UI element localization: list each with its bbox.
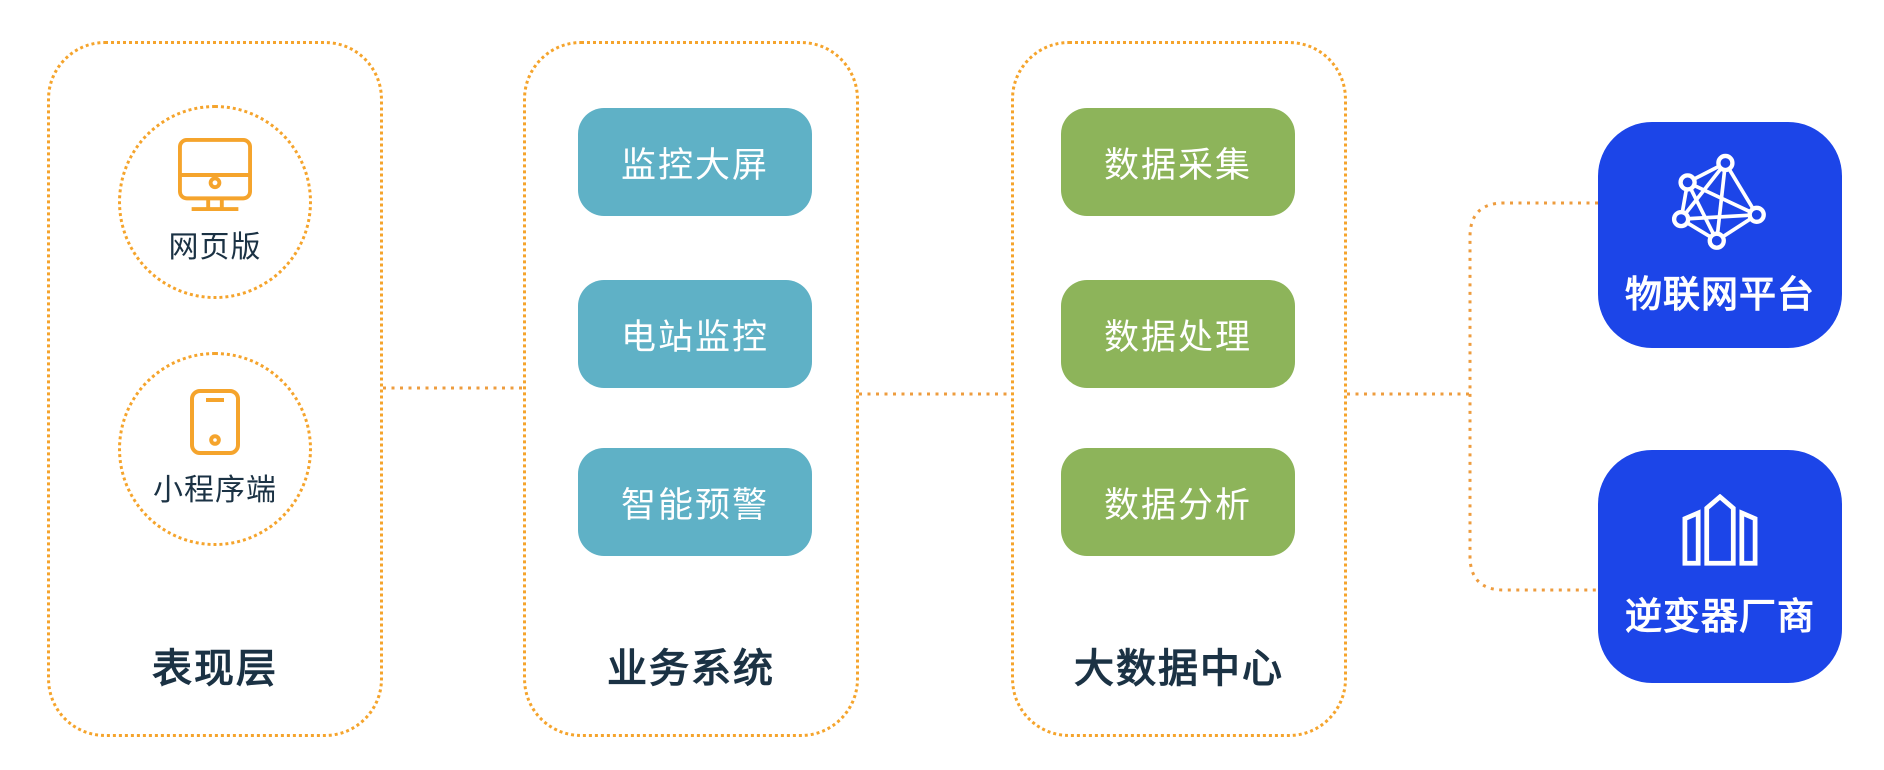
layer-presentation-title: 表现层 xyxy=(152,647,278,691)
chip-smart-alert-label: 智能预警 xyxy=(620,485,769,525)
monitor-icon xyxy=(178,138,252,212)
chip-data-processing: 数据处理 xyxy=(1061,280,1295,388)
connector-bracket-platforms xyxy=(1468,201,1598,592)
chip-data-analysis: 数据分析 xyxy=(1061,448,1295,556)
chip-data-collection-label: 数据采集 xyxy=(1103,145,1252,185)
terminal-web: 网页版 xyxy=(118,105,312,299)
terminal-miniprogram: 小程序端 xyxy=(118,352,312,546)
chip-station-monitoring: 电站监控 xyxy=(578,280,812,388)
inverter-buildings-icon xyxy=(1682,493,1758,566)
layer-business: 监控大屏 电站监控 智能预警 业务系统 xyxy=(523,41,859,737)
card-iot-platform: 物联网平台 xyxy=(1598,122,1842,348)
terminal-miniprogram-label: 小程序端 xyxy=(153,474,277,507)
layer-bigdata: 数据采集 数据处理 数据分析 大数据中心 xyxy=(1011,41,1347,737)
layer-presentation: 网页版 小程序端 表现层 xyxy=(47,41,383,737)
smartphone-icon xyxy=(190,389,240,455)
card-inverter-vendor-label: 逆变器厂商 xyxy=(1625,595,1815,637)
card-iot-platform-label: 物联网平台 xyxy=(1625,274,1815,315)
chip-monitor-dashboard-label: 监控大屏 xyxy=(620,145,769,185)
chip-station-monitoring-label: 电站监控 xyxy=(620,317,769,357)
chip-data-analysis-label: 数据分析 xyxy=(1103,485,1252,525)
chip-data-collection: 数据采集 xyxy=(1061,108,1295,216)
chip-monitor-dashboard: 监控大屏 xyxy=(578,108,812,216)
network-graph-icon xyxy=(1671,153,1766,250)
terminal-web-label: 网页版 xyxy=(168,231,262,264)
layer-business-title: 业务系统 xyxy=(607,647,775,691)
chip-smart-alert: 智能预警 xyxy=(578,448,812,556)
layer-bigdata-title: 大数据中心 xyxy=(1074,647,1284,691)
card-inverter-vendor: 逆变器厂商 xyxy=(1598,450,1842,683)
chip-data-processing-label: 数据处理 xyxy=(1103,317,1252,357)
